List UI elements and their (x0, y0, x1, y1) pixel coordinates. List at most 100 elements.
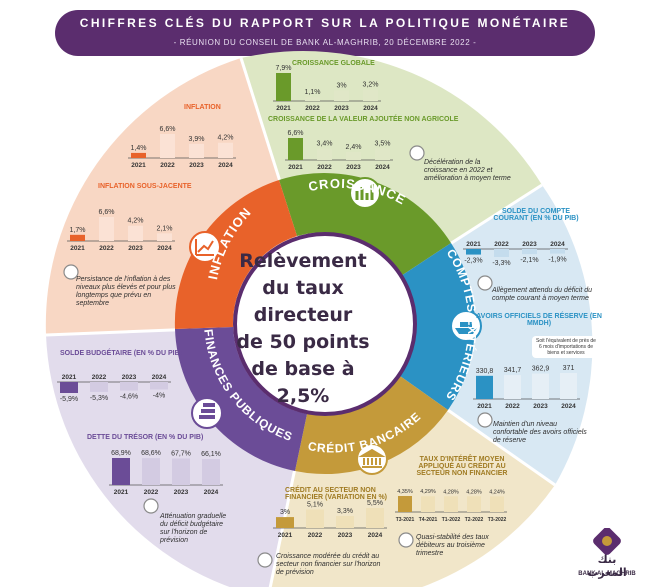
bar (306, 509, 324, 528)
bar-year-label: 2024 (550, 241, 565, 248)
bar-year-label: 2021 (477, 403, 492, 410)
bar-value-label: 1,7% (70, 227, 86, 234)
center-line-1: Relèvement (239, 250, 367, 272)
bar (157, 233, 172, 241)
bar (467, 496, 481, 512)
bar-year-label: 2023 (174, 489, 189, 496)
bar (305, 97, 320, 101)
bar-value-label: -4,6% (120, 394, 138, 401)
bar-year-label: 2021 (466, 241, 481, 248)
bar-value-label: 3,5% (375, 140, 391, 147)
bank-logo-latin: BANK AL-MAGHRIB (578, 571, 636, 577)
bar-year-label: 2022 (144, 489, 159, 496)
bar-year-label: 2022 (308, 532, 323, 539)
bar (276, 73, 291, 101)
center-line-5: 2,5% (276, 385, 330, 407)
chart-taux-interet: 4,35%T3-20214,29%T4-20214,28%T1-20224,28… (395, 489, 507, 523)
bar-value-label: 5,5% (367, 500, 383, 507)
bar (150, 382, 168, 390)
bar-year-label: T1-2022 (442, 517, 461, 523)
bar-year-label: 2023 (122, 374, 137, 381)
solde-courant-note: Allègement attendu du déficit du compte … (492, 287, 593, 302)
bar (202, 459, 220, 485)
page-title: CHIFFRES CLÉS DU RAPPORT SUR LA POLITIQU… (79, 16, 571, 30)
bar-year-label: 2024 (218, 162, 233, 169)
bar-value-label: 1,4% (131, 145, 147, 152)
croissance-note: Décélération de la croissance en 2022 et… (424, 159, 511, 182)
bar (522, 249, 537, 255)
bar (366, 508, 384, 528)
ring-inflation (174, 180, 297, 329)
bar-value-label: 362,9 (532, 366, 550, 373)
bar (142, 458, 160, 485)
bar-year-label: 2023 (128, 245, 143, 252)
inflation-sj-title: INFLATION SOUS-JACENTE (98, 183, 192, 190)
bar-value-label: -4% (153, 392, 165, 399)
bar-year-label: 2022 (305, 105, 320, 112)
bar-value-label: 2,4% (346, 144, 362, 151)
bar-year-label: 2023 (334, 105, 349, 112)
bar-value-label: 4,29% (420, 489, 436, 495)
bar (375, 148, 390, 160)
trend-glyph (195, 239, 214, 256)
bar (160, 134, 175, 158)
croissance-va-title: CROISSANCE DE LA VALEUR AJOUTÉE NON AGRI… (268, 116, 459, 123)
bar-value-label: -3,3% (492, 260, 510, 267)
bar (490, 496, 504, 512)
bar-year-label: 2022 (160, 162, 175, 169)
bar (70, 234, 85, 241)
bar (346, 152, 361, 160)
title-band (55, 10, 595, 56)
croissance-chart-glyph (355, 184, 374, 200)
bar-year-label: 2021 (114, 489, 129, 496)
bar (288, 138, 303, 160)
ring-credit (295, 376, 448, 475)
avoirs-title: AVOIRS OFFICIELS DE RÉSERVE (EN MMDH) (476, 313, 602, 327)
bar (398, 496, 412, 512)
bar-value-label: 6,6% (160, 126, 176, 133)
bar (494, 249, 509, 257)
center-line-4: de base à (251, 358, 355, 380)
bar-value-label: 371 (563, 365, 575, 372)
bar-year-label: T3-2022 (488, 517, 507, 523)
bar-year-label: 2023 (189, 162, 204, 169)
bar (550, 249, 565, 254)
ring-comptes (400, 243, 475, 410)
bar-year-label: 2021 (276, 105, 291, 112)
bar-value-label: 6,6% (288, 130, 304, 137)
bar (532, 373, 549, 399)
bar-value-label: 4,2% (128, 218, 144, 225)
ring-croissance (279, 173, 451, 276)
bar (336, 516, 354, 528)
bar-value-label: 68,9% (111, 450, 131, 457)
bar-year-label: T2-2022 (465, 517, 484, 523)
bar (560, 373, 577, 399)
bar-value-label: 4,28% (443, 489, 459, 495)
bar-year-label: 2024 (375, 164, 390, 171)
croissance-globale-title: CROISSANCE GLOBALE (292, 60, 375, 67)
bar-year-label: 2022 (505, 403, 520, 410)
bar (99, 217, 114, 241)
bar-year-label: 2023 (346, 164, 361, 171)
bar-year-label: 2023 (338, 532, 353, 539)
coins-glyph (199, 403, 215, 419)
credit-snf-title: CRÉDIT AU SECTEUR NON FINANCIER (VARIATI… (285, 487, 388, 501)
chart-solde-budgetaire: -5,9%2021-5,3%2022-4,6%2023-4%2024 (57, 374, 171, 403)
bar (276, 517, 294, 528)
center-statement: Relèvement du taux directeur de 50 point… (218, 248, 388, 410)
chart-solde-compte-courant: -2,3%2021-3,3%2022-2,1%2023-1,9%2024 (463, 241, 568, 267)
bar (218, 142, 233, 158)
bar-value-label: 5,1% (307, 501, 323, 508)
bar-value-label: 7,9% (276, 65, 292, 72)
bar (421, 496, 435, 512)
page-subtitle: - RÉUNION DU CONSEIL DE BANK AL-MAGHRIB,… (173, 38, 477, 47)
bank-logo-arabic: بنك المغرب (587, 553, 627, 579)
bar-year-label: 2021 (288, 164, 303, 171)
bar (334, 90, 349, 101)
header-banner: CHIFFRES CLÉS DU RAPPORT SUR LA POLITIQU… (0, 0, 650, 60)
bar-value-label: 4,35% (397, 489, 413, 495)
